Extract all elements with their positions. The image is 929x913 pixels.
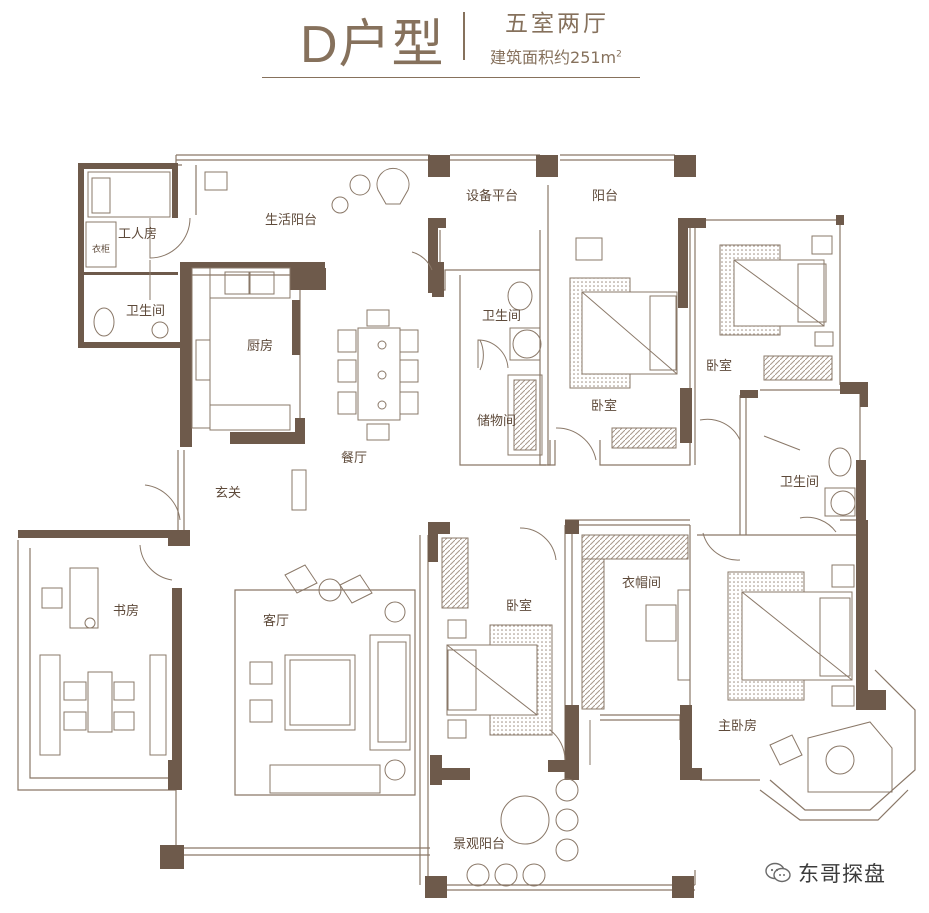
label-view-balcony: 景观阳台 [453,837,505,852]
structural-walls [18,155,886,898]
label-master-bedroom: 主卧房 [718,718,757,734]
label-balcony: 阳台 [592,189,618,204]
label-bathroom-worker: 卫生间 [126,304,165,319]
room-count-text: 五室两厅 [505,11,609,37]
label-dining: 餐厅 [341,450,367,466]
label-kitchen: 厨房 [247,338,273,354]
label-study: 书房 [113,603,139,619]
label-bathroom-east: 卫生间 [780,475,819,490]
label-storage: 储物间 [477,414,516,429]
label-foyer: 玄关 [215,486,241,501]
chat-bubble-icon [765,862,791,883]
watermark-text: 东哥探盘 [798,862,886,886]
watermark: 东哥探盘 [764,858,886,888]
label-cloakroom: 衣帽间 [622,575,661,591]
label-living-balcony: 生活阳台 [265,213,317,228]
plan-header: D户型 五室两厅 建筑面积约251m2 [0,0,929,85]
label-worker-room: 工人房 [118,226,157,242]
fixtures [39,168,893,887]
area-value: 251m [570,48,617,67]
area-prefix: 建筑面积约 [490,48,571,67]
label-equipment-platform: 设备平台 [466,188,518,204]
header-rule [262,77,640,78]
area-unit-sup: 2 [616,49,622,60]
title-divider [463,12,465,60]
area-text: 建筑面积约251m2 [490,44,622,68]
label-living-room: 客厅 [263,613,289,629]
label-bedroom-center: 卧室 [591,398,617,414]
label-bedroom-south: 卧室 [506,598,532,614]
room-labels: 工人房 衣柜 卫生间 生活阳台 厨房 设备平台 阳台 卫生间 储物间 卧室 卧室… [92,188,819,852]
label-wardrobe-tag: 衣柜 [92,243,110,255]
unit-type-title: D户型 [300,16,445,74]
door-swings [139,217,837,765]
label-bathroom-center: 卫生间 [482,309,521,324]
label-bedroom-ne: 卧室 [706,358,732,374]
